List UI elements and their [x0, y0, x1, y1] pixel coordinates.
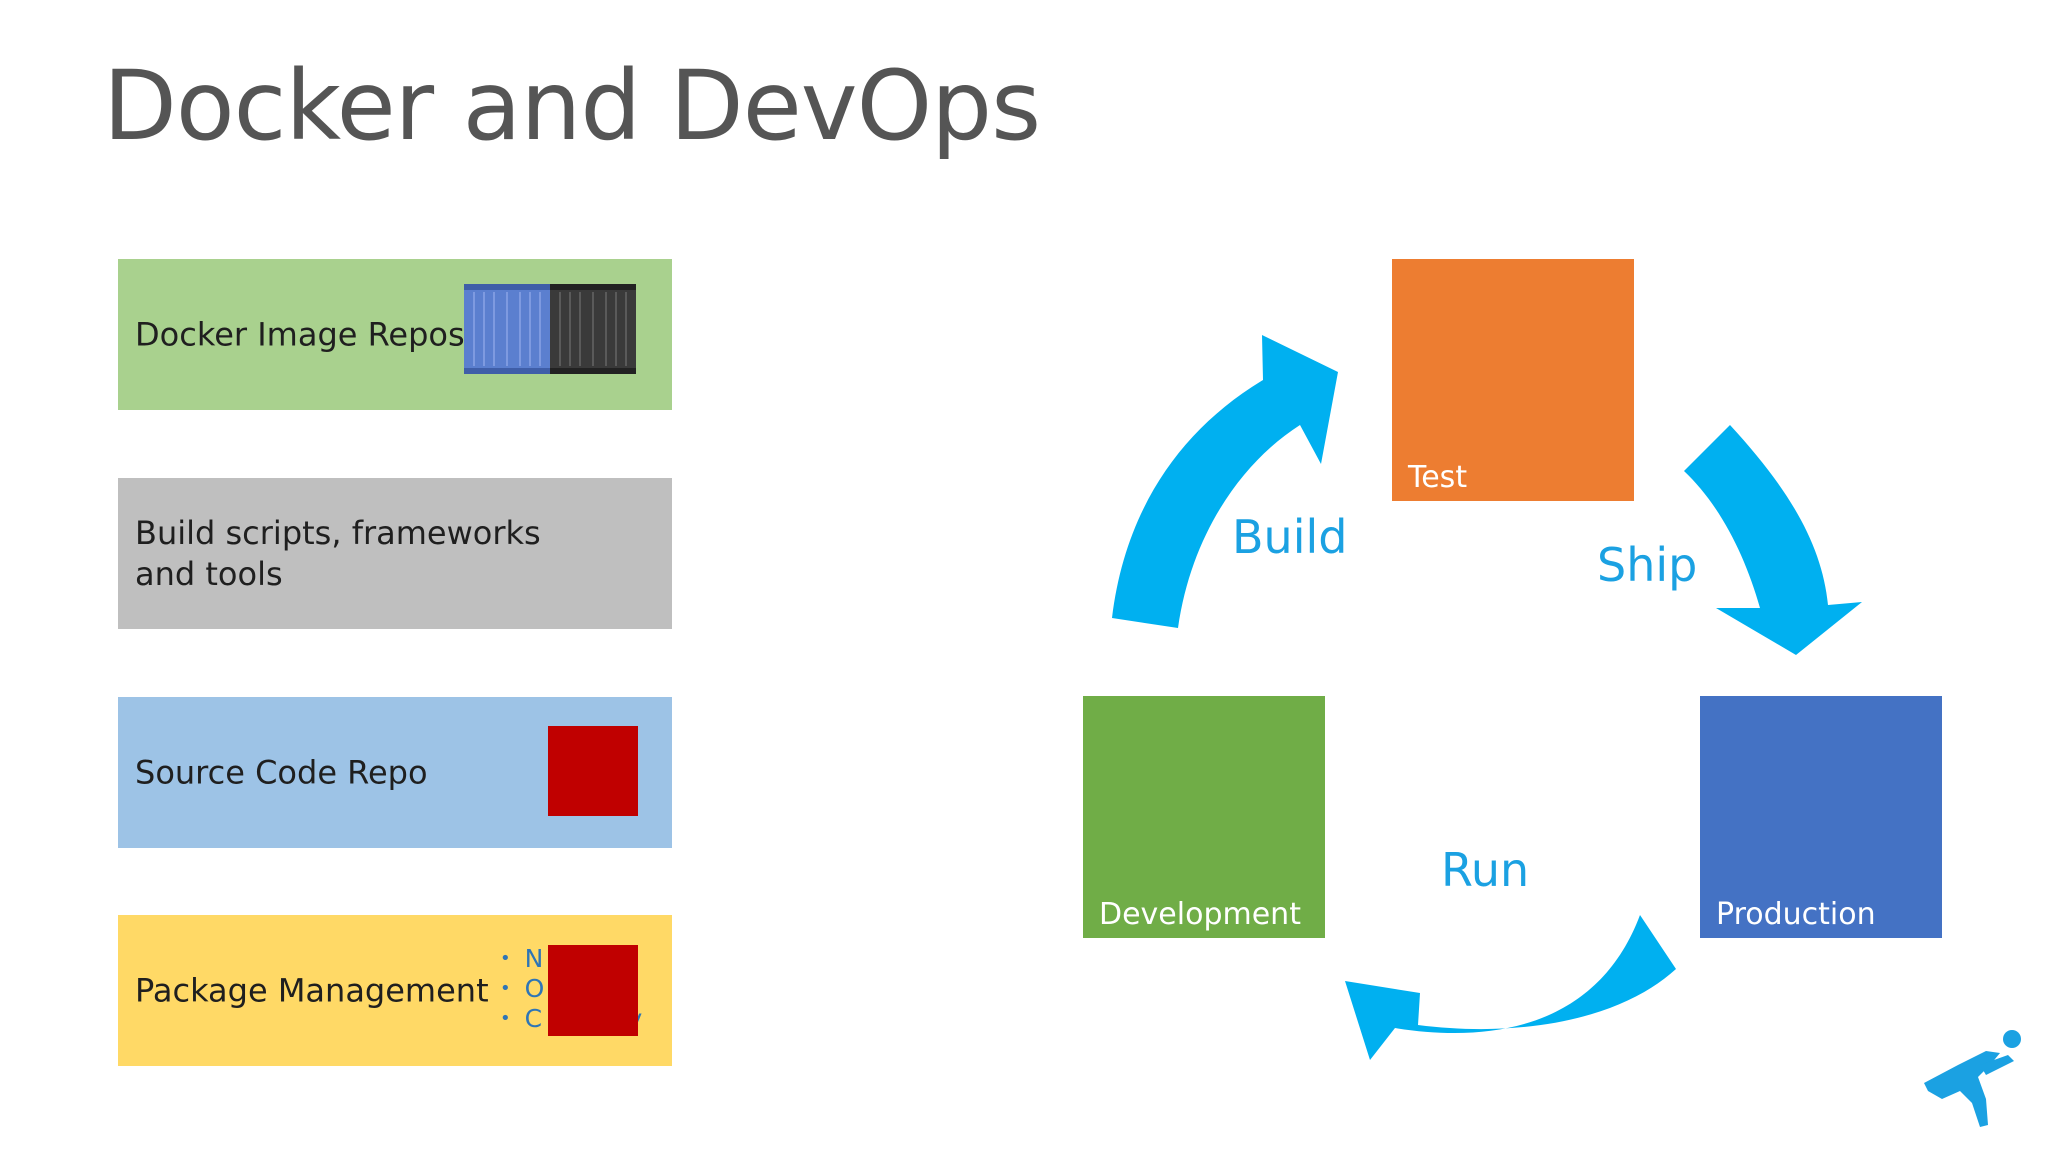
package-logo-placeholder — [548, 945, 638, 1036]
development-tile: Development — [1083, 696, 1325, 938]
runner-logo-icon — [1924, 1030, 2021, 1127]
ship-arrow — [1684, 425, 1862, 655]
run-label: Run — [1441, 843, 1530, 897]
package-bullet-item: N — [500, 944, 642, 974]
test-tile-label: Test — [1408, 460, 1468, 495]
docker-image-repos-label: Docker Image Repos — [135, 315, 465, 353]
ship-label: Ship — [1597, 538, 1698, 592]
build-scripts-label-line2: and tools — [135, 554, 283, 593]
package-bullet-item: O — [500, 974, 642, 1004]
build-label: Build — [1232, 510, 1348, 564]
slide-title: Docker and DevOps — [103, 50, 1041, 162]
source-code-repo-box: Source Code Repo — [118, 697, 672, 848]
docker-image-repos-box: Docker Image Repos — [118, 259, 672, 410]
build-scripts-box: Build scripts, frameworks and tools — [118, 478, 672, 629]
build-arrow — [1112, 335, 1338, 628]
package-bullet-text: C — [524, 1004, 543, 1033]
shipping-container-black-icon — [550, 284, 636, 374]
production-tile: Production — [1700, 696, 1942, 938]
build-scripts-label: Build scripts, frameworks and tools — [135, 513, 541, 595]
shipping-container-blue-icon — [464, 284, 550, 374]
source-code-logo-placeholder — [548, 726, 638, 816]
test-tile: Test — [1392, 259, 1634, 501]
production-tile-label: Production — [1716, 897, 1876, 932]
package-management-label: Package Management — [135, 971, 489, 1009]
run-arrow — [1345, 915, 1676, 1060]
source-code-repo-label: Source Code Repo — [135, 753, 428, 791]
development-tile-label: Development — [1099, 897, 1301, 932]
build-scripts-label-line1: Build scripts, frameworks — [135, 513, 541, 552]
package-management-box: Package Management N O Cey — [118, 915, 672, 1066]
